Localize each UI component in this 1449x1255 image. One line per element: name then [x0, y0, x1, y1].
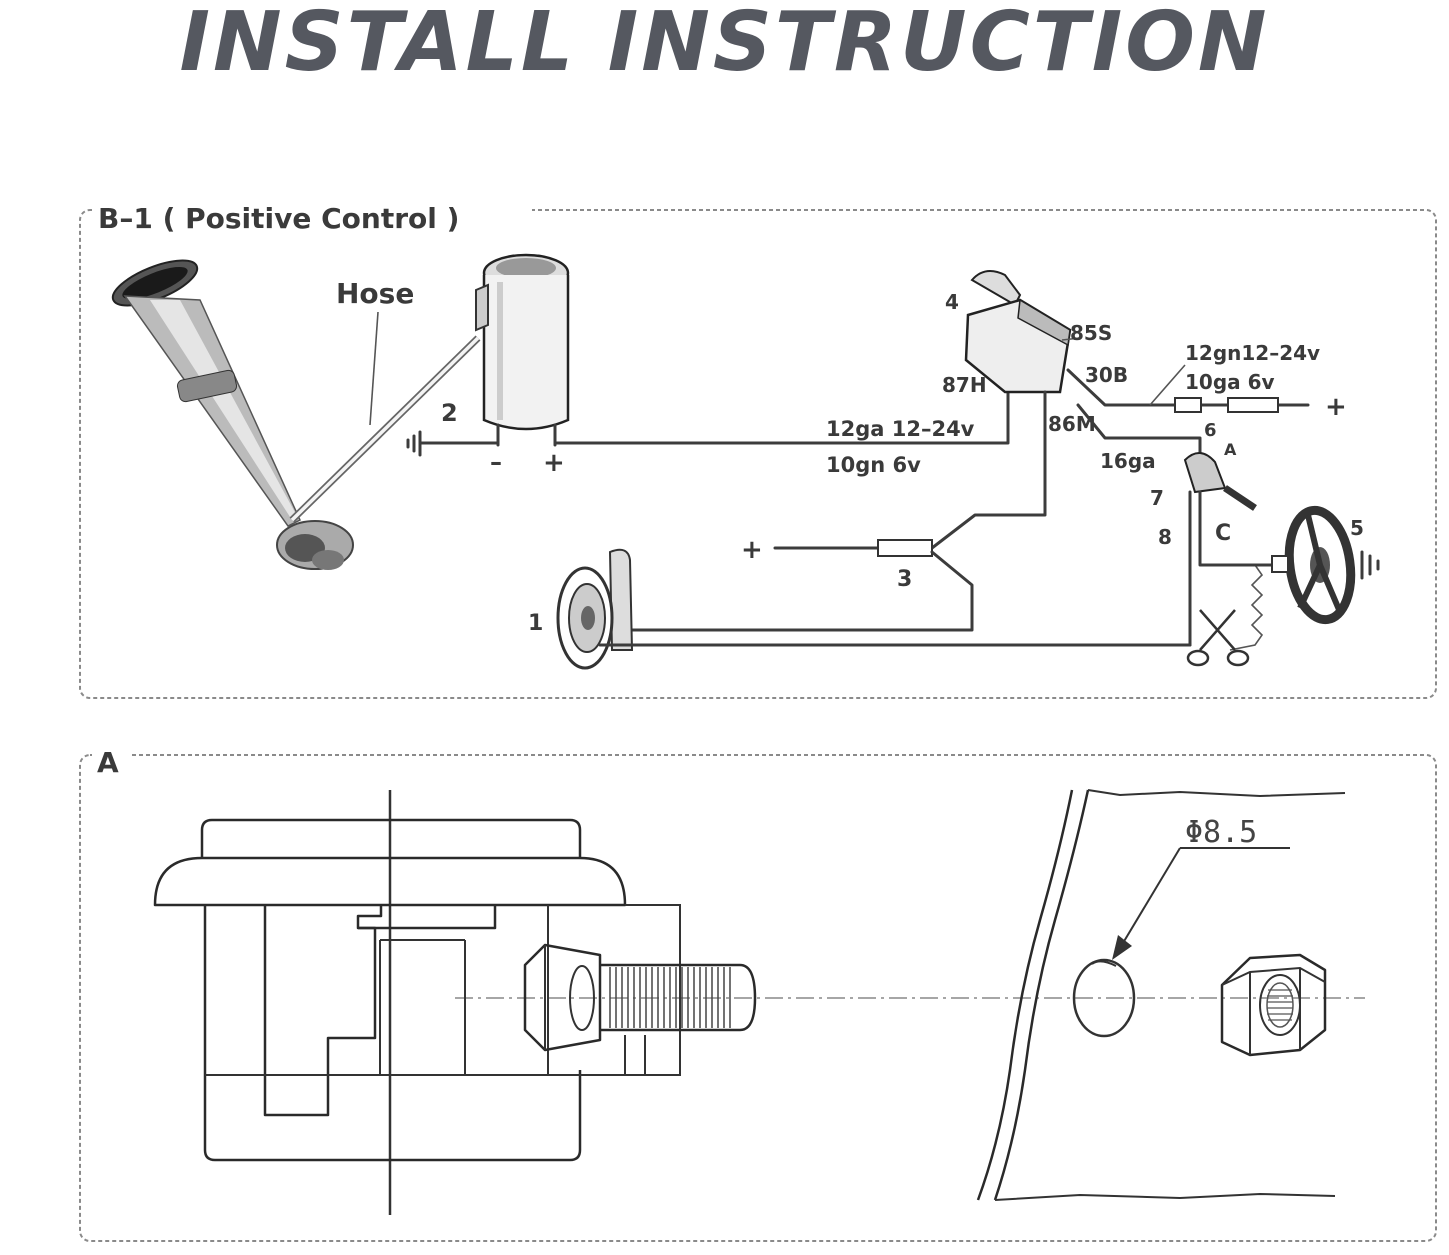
wire-coil — [930, 390, 1047, 550]
hose-label: Hose — [336, 277, 414, 310]
fuse-icon — [1174, 397, 1279, 413]
buzzer-horn-icon — [556, 548, 634, 670]
relay-85s-label: 85S — [1070, 321, 1112, 345]
relay-30b-label: 30B — [1085, 363, 1128, 387]
hose: Hose — [289, 277, 481, 523]
label-minus: – — [490, 448, 502, 476]
label-7: 7 — [1150, 486, 1164, 510]
wire-main — [553, 390, 1010, 445]
ground-icon — [406, 430, 500, 457]
label-a-small: A — [1224, 440, 1237, 459]
label-2: 2 — [441, 399, 458, 427]
wire-right-label-1: 12gn12–24v — [1185, 341, 1320, 365]
wire-8 — [1198, 490, 1257, 567]
page-title: INSTALL INSTRUCTION — [0, 0, 1449, 84]
panel-a: A — [79, 742, 1437, 1242]
panel-a-heading: A — [97, 746, 119, 779]
label-8: 8 — [1158, 525, 1172, 549]
wire-main-label-2: 10gn 6v — [826, 453, 921, 477]
label-plus-right: + — [1325, 392, 1347, 422]
label-plus: + — [543, 448, 565, 478]
horn-trumpet-icon — [111, 259, 354, 570]
label-c: C — [1215, 521, 1231, 546]
label-1: 1 — [528, 611, 543, 636]
wire-16ga-label: 16ga — [1100, 449, 1156, 473]
relay-icon — [964, 270, 1081, 394]
label-plus-left: + — [741, 535, 763, 565]
relay-87h-label: 87H — [942, 373, 987, 397]
panel-b1-frame — [79, 209, 1437, 699]
fuse-icon — [877, 539, 933, 557]
page-title-text: INSTALL INSTRUCTION — [179, 0, 1270, 90]
wire-main-label-1: 12ga 12–24v — [826, 417, 975, 441]
label-6: 6 — [1204, 420, 1217, 441]
wire-coil-spring — [1229, 564, 1264, 651]
wire-right-label-2: 10ga 6v — [1185, 370, 1275, 394]
steering-wheel-icon — [1271, 505, 1380, 625]
hole-marker: Φ8.5 — [1072, 815, 1290, 1038]
panel-b1: B–1 ( Positive Control ) Hose — [79, 196, 1437, 699]
bolt-icon — [523, 943, 757, 1052]
label-3: 3 — [897, 567, 912, 592]
panel-b1-heading: B–1 ( Positive Control ) — [98, 202, 459, 235]
hole-diameter-label: Φ8.5 — [1185, 815, 1257, 850]
nut-icon — [1220, 953, 1327, 1057]
horn-switch-icon — [1183, 452, 1257, 511]
scissors-icon — [1186, 609, 1250, 667]
label-5: 5 — [1350, 516, 1364, 540]
mounting-plate — [976, 789, 1346, 1201]
wire-to-horn — [598, 550, 974, 632]
label-4: 4 — [945, 290, 959, 314]
panel-a-frame — [79, 754, 1437, 1242]
compressor-icon — [475, 253, 570, 447]
horn-body-section — [153, 818, 681, 1162]
wire-86m — [1076, 403, 1202, 457]
